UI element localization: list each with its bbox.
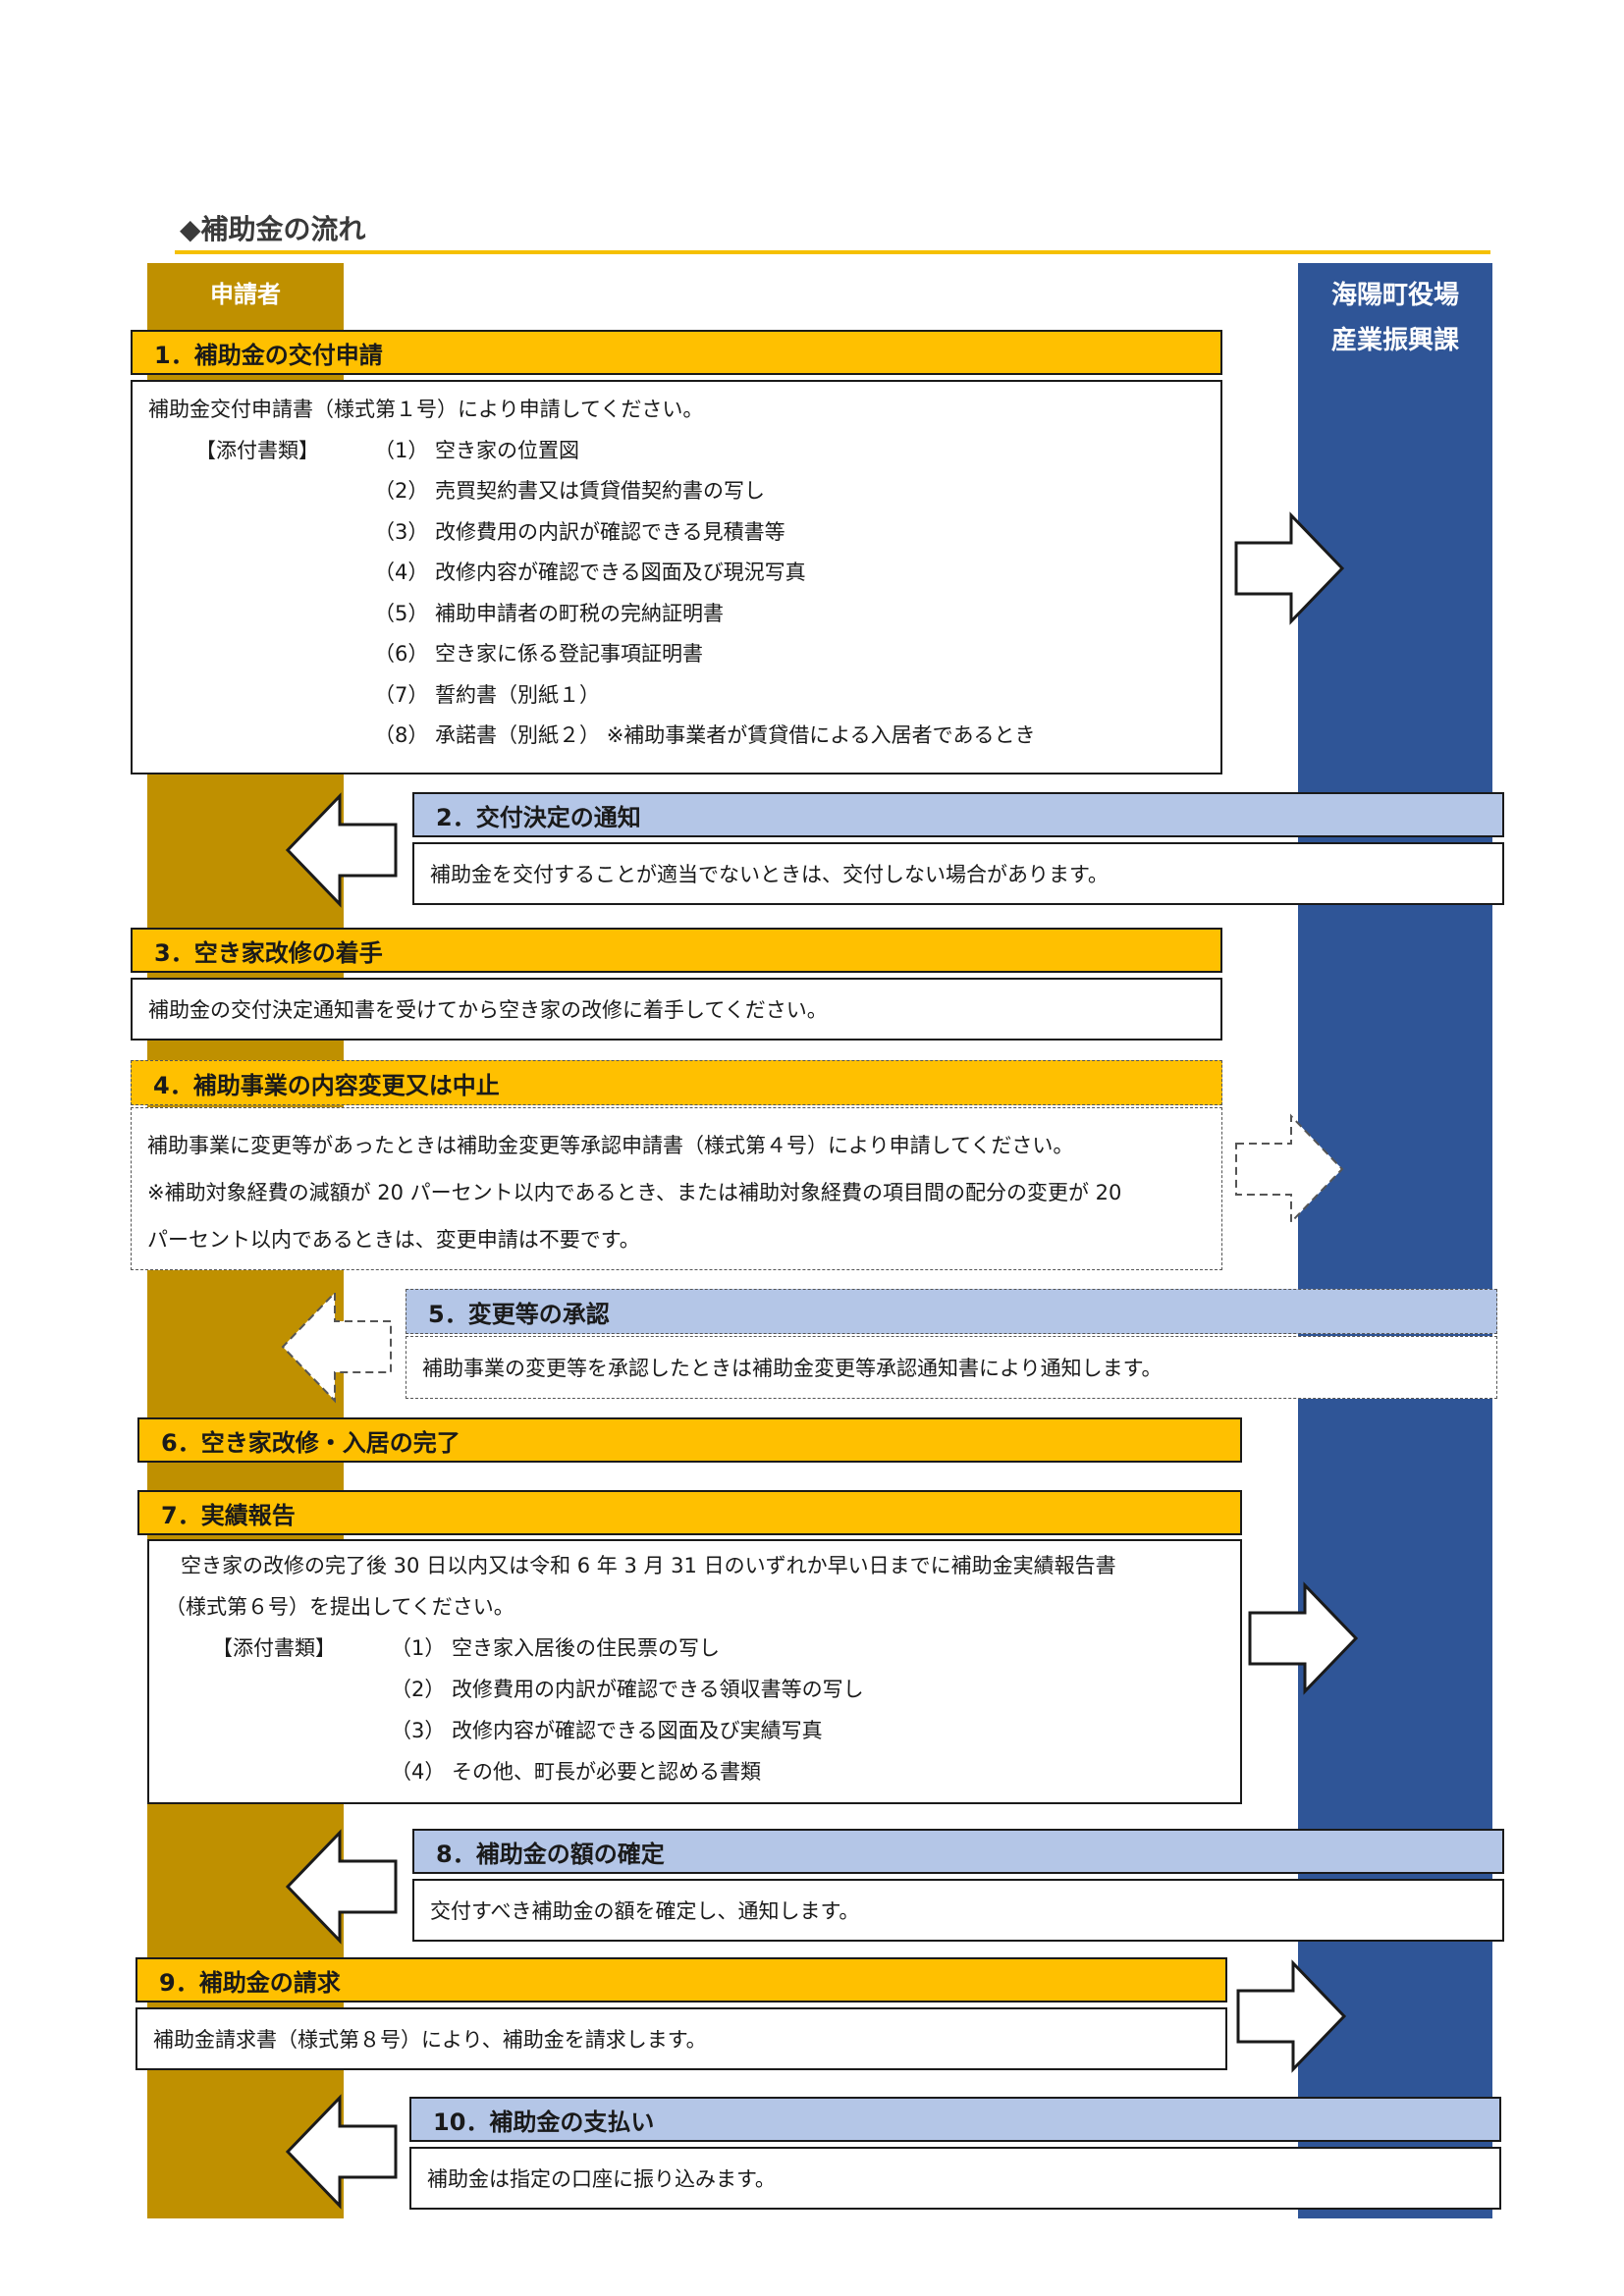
step1-intro: 補助金交付申請書（様式第１号）により申請してください。: [148, 398, 704, 421]
left-arrow-icon: [285, 2094, 398, 2210]
left-arrow-dashed-icon: [281, 1290, 392, 1404]
step2-body: 補助金を交付することが適当でないときは、交付しない場合があります。: [412, 842, 1504, 905]
step9-header: 9．補助金の請求: [135, 1957, 1227, 2002]
page-title: ◆補助金の流れ: [180, 213, 366, 245]
step4-line: 補助事業に変更等があったときは補助金変更等承認申請書（様式第４号）により申請して…: [147, 1134, 1074, 1157]
step5-body: 補助事業の変更等を承認したときは補助金変更等承認通知書により通知します。: [406, 1336, 1497, 1399]
step7-line2: （様式第６号）を提出してください。: [165, 1595, 514, 1619]
step2-header: 2．交付決定の通知: [412, 792, 1504, 837]
applicant-lane-label: 申請者: [210, 281, 281, 308]
step3-header: 3．空き家改修の着手: [131, 928, 1222, 973]
step7-attach-label: 【添付書類】: [212, 1636, 336, 1660]
step10-text: 補助金は指定の口座に振り込みます。: [427, 2167, 776, 2191]
step7-line1: 空き家の改修の完了後 30 日以内又は令和 6 年 3 月 31 日のいずれか早…: [181, 1554, 1116, 1577]
step1-item: （5） 補助申請者の町税の完納証明書: [374, 601, 725, 625]
step5-text: 補助事業の変更等を承認したときは補助金変更等承認通知書により通知します。: [422, 1357, 1163, 1380]
step5-header: 5．変更等の承認: [406, 1289, 1497, 1334]
left-arrow-icon: [285, 792, 398, 908]
step7-attachments: 【添付書類】 （1） 空き家入居後の住民票の写し （2） 改修費用の内訳が確認で…: [165, 1628, 1240, 1792]
step1-item: （3） 改修費用の内訳が確認できる見積書等: [374, 519, 785, 544]
step4-body: 補助事業に変更等があったときは補助金変更等承認申請書（様式第４号）により申請して…: [131, 1107, 1222, 1270]
right-arrow-dashed-icon: [1235, 1113, 1344, 1225]
title-underline: [175, 250, 1490, 254]
step1-item: （8） 承諾書（別紙２） ※補助事業者が賃貸借による入居者であるとき: [374, 723, 1036, 747]
step1-item: （7） 誓約書（別紙１）: [374, 682, 601, 707]
step9-body: 補助金請求書（様式第８号）により、補助金を請求します。: [135, 2007, 1227, 2070]
step7-item: （4） その他、町長が必要と認める書類: [391, 1760, 762, 1784]
step4-line: パーセント以内であるときは、変更申請は不要です。: [147, 1228, 640, 1252]
step1-attach-list: （1） 空き家の位置図 （2） 売買契約書又は賃貸借契約書の写し （3） 改修費…: [374, 431, 1035, 757]
step8-text: 交付すべき補助金の額を確定し、通知します。: [430, 1899, 860, 1923]
office-lane-label: 海陽町役場 産業振興課: [1298, 273, 1492, 363]
step1-header: 1．補助金の交付申請: [131, 330, 1222, 375]
step4-line: ※補助対象経費の減額が 20 パーセント以内であるとき、または補助対象経費の項目…: [147, 1181, 1122, 1204]
step7-item: （1） 空き家入居後の住民票の写し: [391, 1636, 721, 1660]
step7-item: （3） 改修内容が確認できる図面及び実績写真: [391, 1719, 823, 1742]
right-arrow-icon: [1248, 1581, 1359, 1695]
step1-item: （2） 売買契約書又は賃貸借契約書の写し: [374, 479, 766, 503]
step3-body: 補助金の交付決定通知書を受けてから空き家の改修に着手してください。: [131, 978, 1222, 1041]
step1-item: （4） 改修内容が確認できる図面及び現況写真: [374, 561, 806, 584]
step7-header: 7．実績報告: [137, 1490, 1242, 1535]
right-arrow-icon: [1234, 511, 1345, 625]
step7-item: （2） 改修費用の内訳が確認できる領収書等の写し: [391, 1678, 864, 1701]
step10-body: 補助金は指定の口座に振り込みます。: [409, 2147, 1501, 2210]
step8-body: 交付すべき補助金の額を確定し、通知します。: [412, 1879, 1504, 1942]
step6-header: 6．空き家改修・入居の完了: [137, 1417, 1242, 1463]
step9-text: 補助金請求書（様式第８号）により、補助金を請求します。: [153, 2028, 707, 2052]
step2-text: 補助金を交付することが適当でないときは、交付しない場合があります。: [430, 863, 1109, 886]
right-arrow-icon: [1236, 1959, 1347, 2073]
step1-item: （1） 空き家の位置図: [374, 438, 580, 462]
step8-header: 8．補助金の額の確定: [412, 1829, 1504, 1874]
office-lane-label-line2: 産業振興課: [1330, 326, 1459, 355]
step1-attachments: 【添付書類】 （1） 空き家の位置図 （2） 売買契約書又は賃貸借契約書の写し …: [148, 431, 1220, 757]
step1-item: （6） 空き家に係る登記事項証明書: [374, 642, 704, 666]
step1-attach-label: 【添付書類】: [195, 438, 319, 462]
step3-text: 補助金の交付決定通知書を受けてから空き家の改修に着手してください。: [148, 998, 828, 1022]
step7-attach-list: （1） 空き家入居後の住民票の写し （2） 改修費用の内訳が確認できる領収書等の…: [391, 1628, 864, 1792]
step1-body: 補助金交付申請書（様式第１号）により申請してください。 【添付書類】 （1） 空…: [131, 380, 1222, 774]
step4-header: 4．補助事業の内容変更又は中止: [131, 1060, 1222, 1105]
left-arrow-icon: [285, 1829, 398, 1945]
step10-header: 10．補助金の支払い: [409, 2097, 1501, 2142]
step7-body: 空き家の改修の完了後 30 日以内又は令和 6 年 3 月 31 日のいずれか早…: [147, 1539, 1242, 1804]
office-lane-label-line1: 海陽町役場: [1330, 281, 1459, 310]
